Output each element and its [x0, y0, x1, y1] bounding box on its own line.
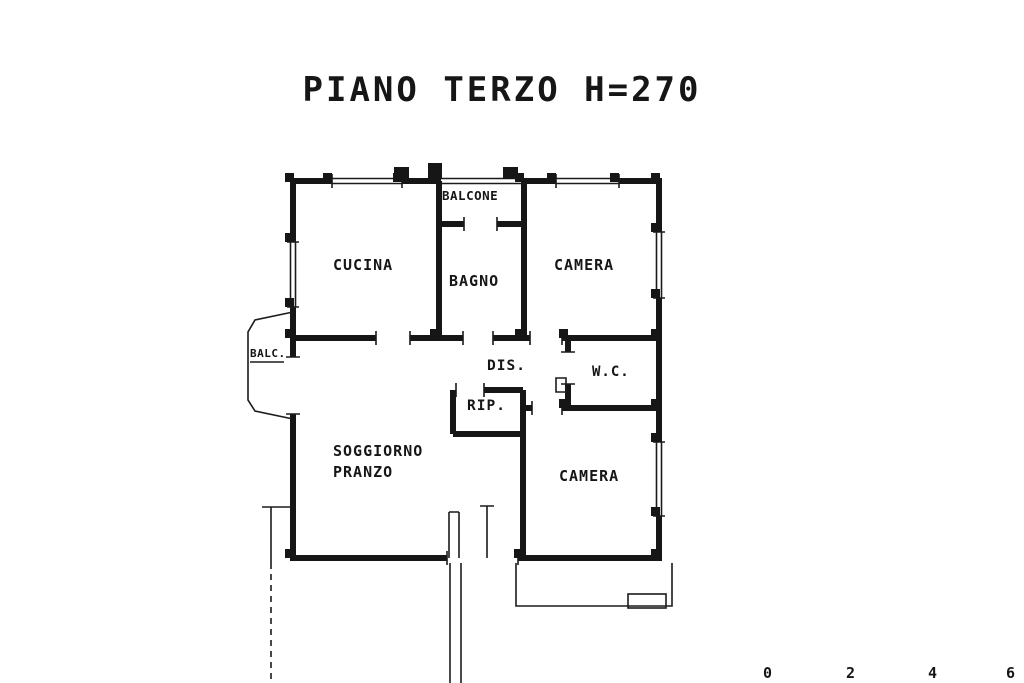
- room-label-soggiorno-line1: SOGGIORNO: [333, 442, 424, 460]
- room-label-soggiorno: SOGGIORNO PRANZO: [333, 441, 423, 483]
- bottom-extension: [515, 563, 673, 609]
- room-label-dis: DIS.: [487, 358, 526, 374]
- door-jambs: [286, 217, 575, 565]
- room-label-camera-bottom: CAMERA: [559, 467, 620, 485]
- room-label-cucina: CUCINA: [333, 256, 394, 274]
- windows: [287, 174, 665, 517]
- wall-piers: [285, 163, 660, 558]
- left-balcony-outline: [247, 311, 294, 420]
- scale-label-4: 4: [928, 664, 938, 682]
- room-label-rip: RIP.: [467, 398, 506, 414]
- stair-lines: [262, 506, 462, 683]
- room-label-balcone: BALCONE: [442, 188, 499, 203]
- room-label-bagno: BAGNO: [449, 272, 500, 290]
- room-label-camera-top: CAMERA: [554, 256, 615, 274]
- room-label-soggiorno-line2: PRANZO: [333, 463, 394, 481]
- scale-label-2: 2: [846, 664, 856, 682]
- scale-label-6: 6: [1006, 664, 1016, 682]
- room-label-wc: W.C.: [592, 364, 630, 380]
- plan-title: PIANO TERZO H=270: [302, 70, 702, 110]
- room-label-balc: BALC.: [250, 347, 286, 360]
- scale-label-0: 0: [763, 664, 773, 682]
